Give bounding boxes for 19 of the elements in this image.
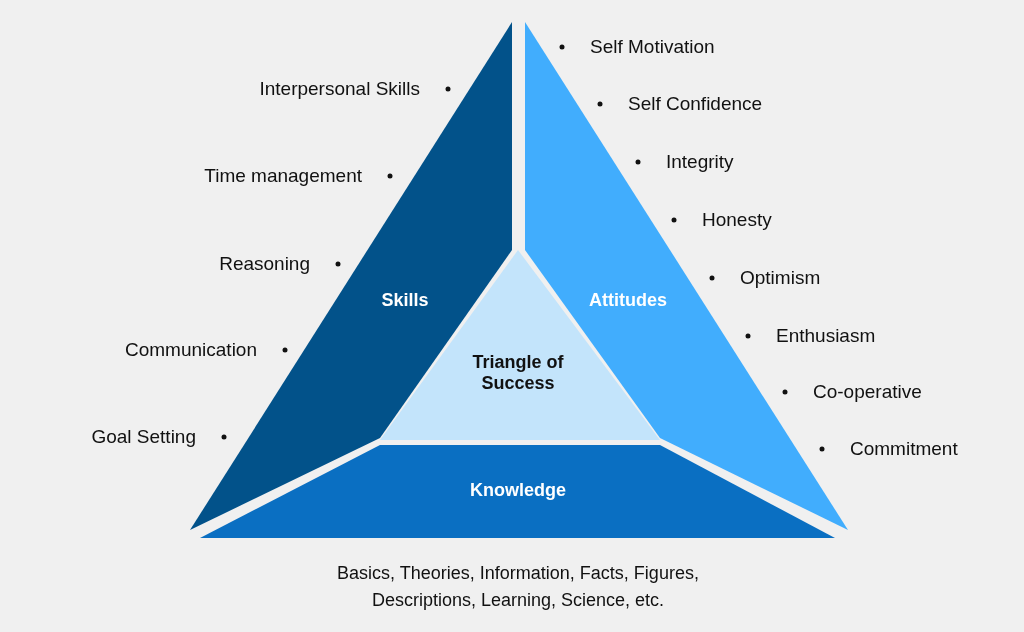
list-item: Integrity xyxy=(666,151,734,173)
segment-label: Triangle of Success xyxy=(471,352,565,394)
list-item: Time management xyxy=(204,165,362,187)
list-item: Honesty xyxy=(702,209,772,231)
list-item: Communication xyxy=(125,339,257,361)
segment-label: Knowledge xyxy=(470,479,566,501)
triangle-segment xyxy=(200,445,835,538)
segment-label: Attitudes xyxy=(589,289,667,311)
list-item: Co-operative xyxy=(813,381,922,403)
list-item: Optimism xyxy=(740,267,821,289)
list-item: Self Confidence xyxy=(628,93,763,115)
segment-label: Skills xyxy=(381,289,429,311)
list-item: Self Motivation xyxy=(590,36,715,58)
caption-text: Basics, Theories, Information, Facts, Figures, Descriptions, Learning, Science, etc. xyxy=(336,562,700,612)
list-item: Goal Setting xyxy=(91,426,196,448)
list-item: Reasoning xyxy=(219,253,310,275)
list-item: Enthusiasm xyxy=(776,325,876,347)
list-item: Interpersonal Skills xyxy=(259,78,420,100)
list-item: Commitment xyxy=(850,438,958,460)
